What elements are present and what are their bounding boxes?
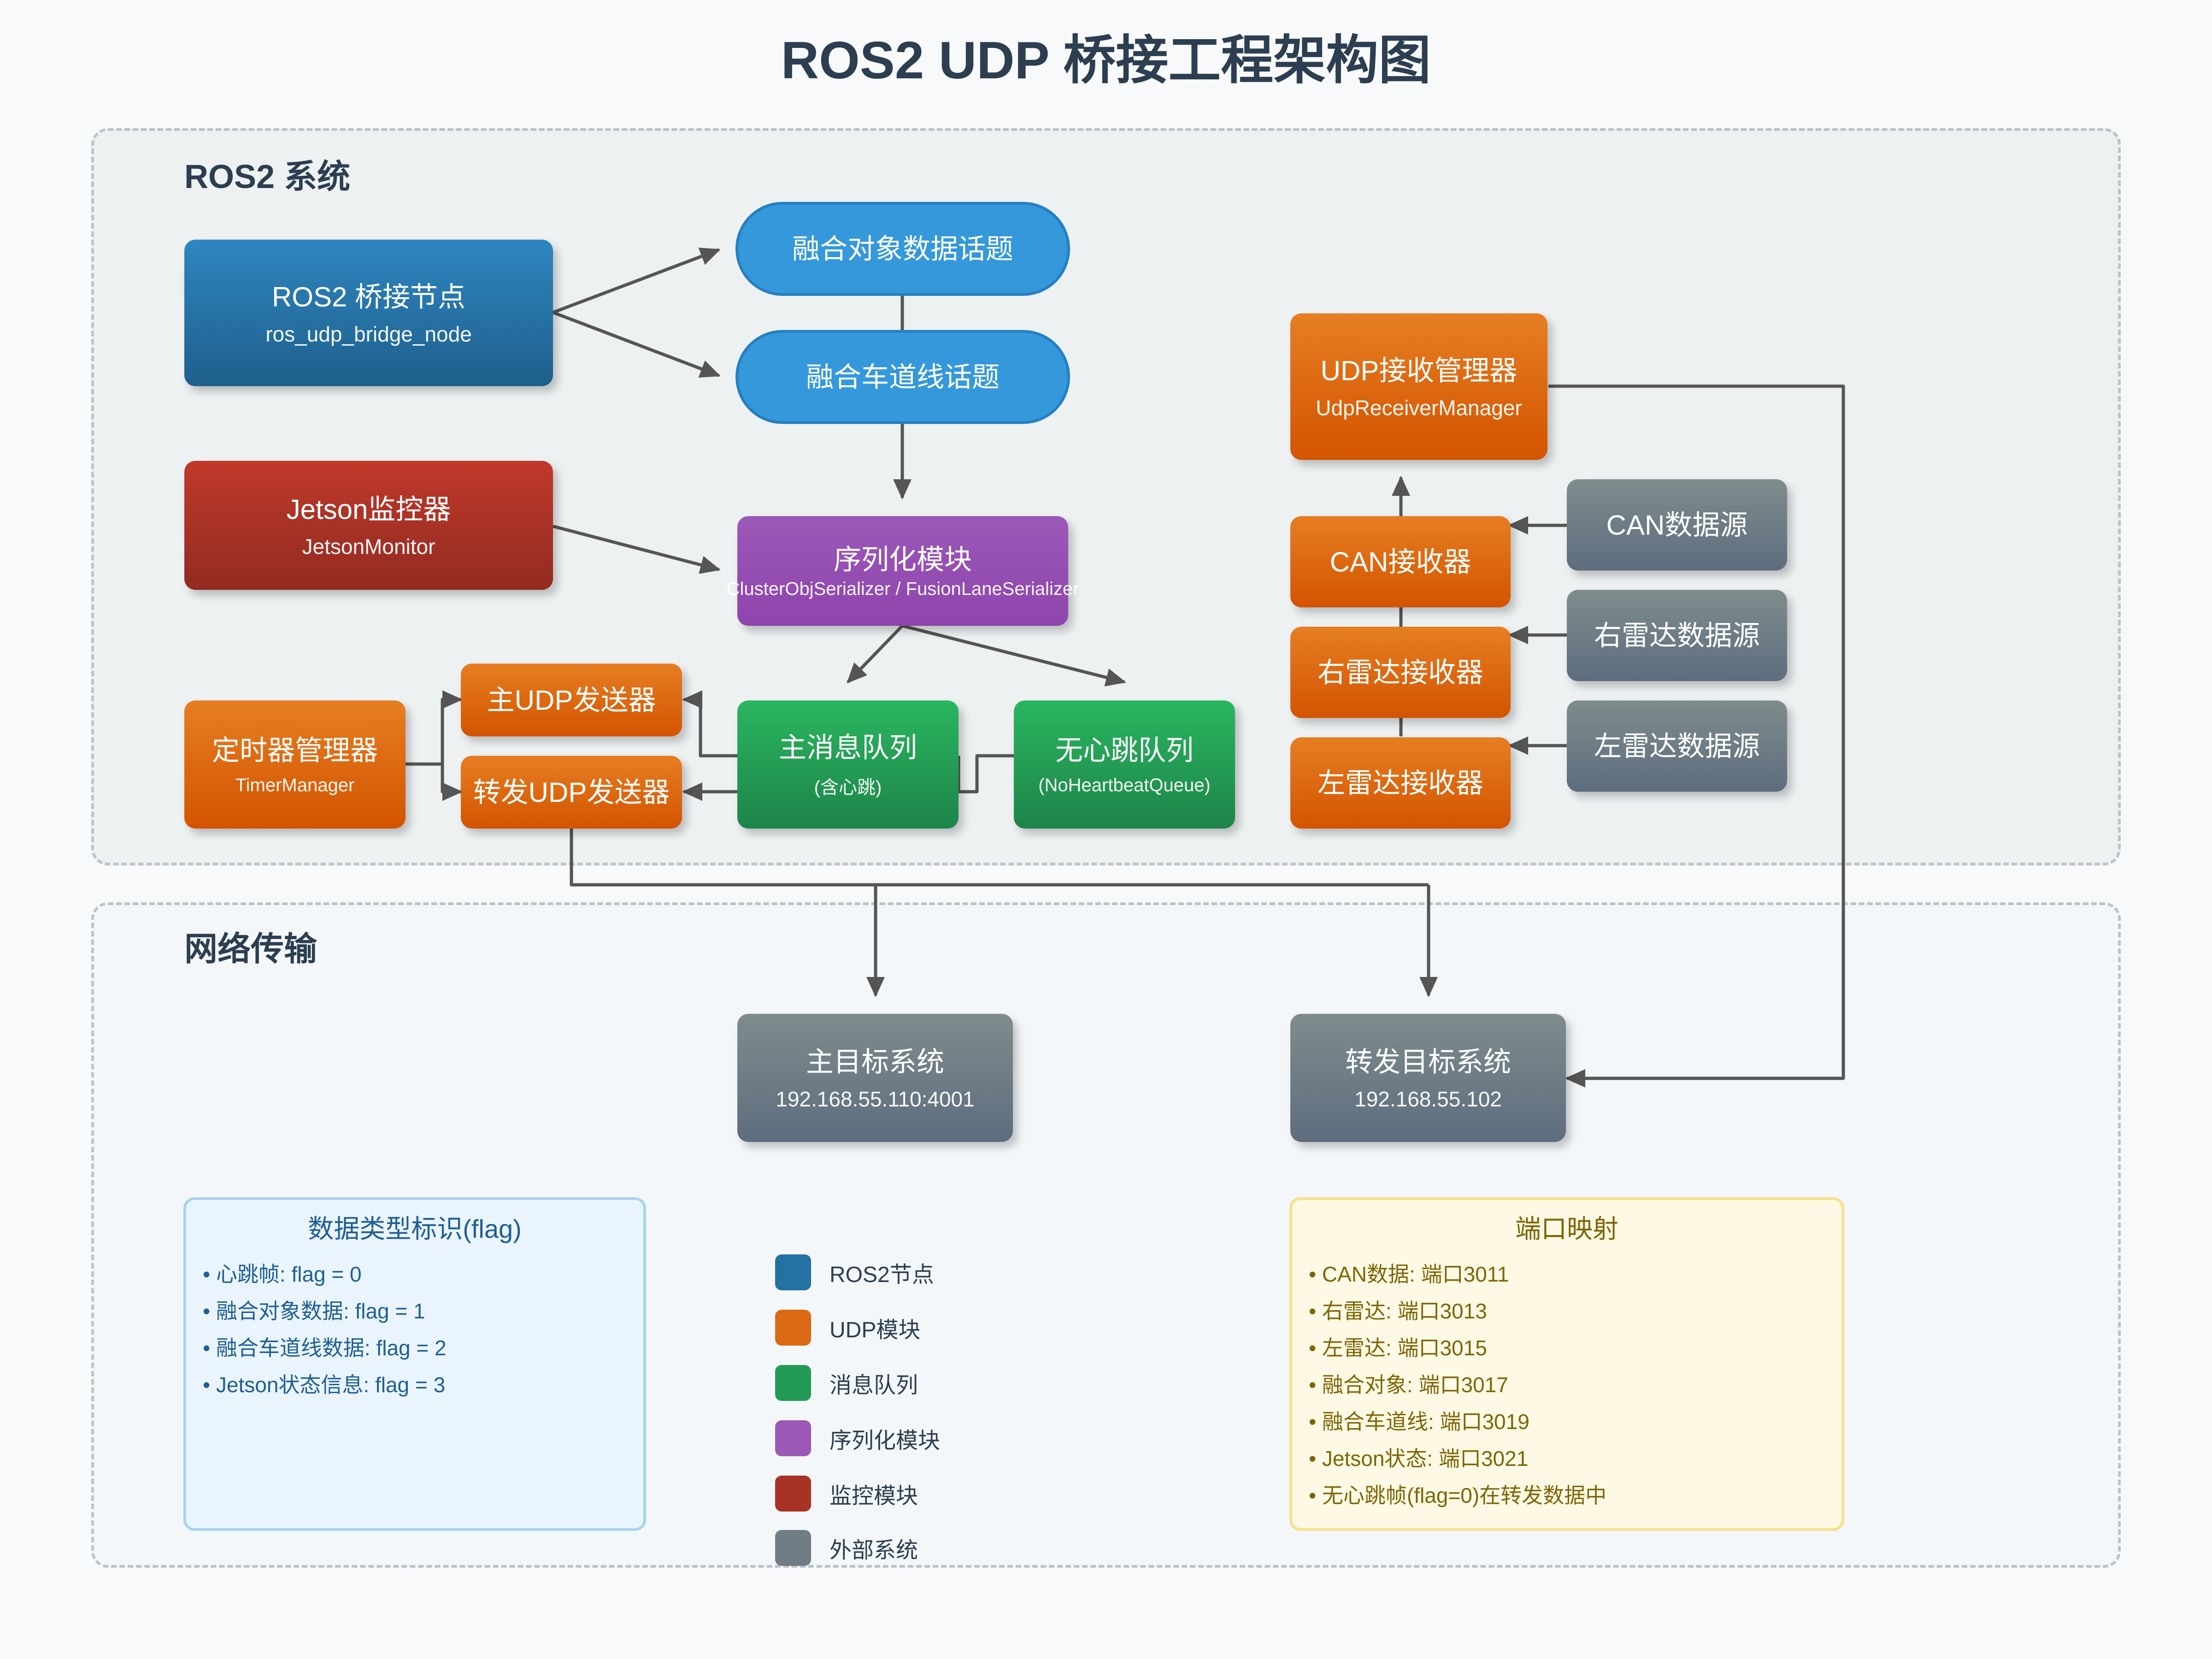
flag-info-line: • 融合对象数据: flag = 1 — [203, 1299, 425, 1323]
forward-target-system-label: 转发目标系统 — [1345, 1046, 1511, 1077]
legend-swatch — [775, 1254, 811, 1290]
no-heartbeat-queue-sub: (NoHeartbeatQueue) — [1038, 775, 1211, 795]
right-radar-data-source-label: 右雷达数据源 — [1594, 620, 1760, 651]
jetson-monitor-label: Jetson监控器 — [286, 494, 451, 525]
legend-label: 序列化模块 — [830, 1429, 941, 1453]
jetson-monitor-sub: JetsonMonitor — [302, 534, 435, 559]
flag-info-line: • Jetson状态信息: flag = 3 — [203, 1373, 446, 1397]
port-mapping-line: • 融合对象: 端口3017 — [1309, 1373, 1508, 1397]
port-mapping-line: • Jetson状态: 端口3021 — [1309, 1447, 1529, 1471]
right-radar-data-source: 右雷达数据源 — [1567, 590, 1787, 681]
udp-receiver-manager: UDP接收管理器 UdpReceiverManager — [1290, 313, 1547, 460]
edge-sender-bus — [570, 806, 1429, 887]
main-message-queue: 主消息队列 (含心跳) — [737, 700, 959, 829]
topic-fused-objects-label: 融合对象数据话题 — [792, 233, 1013, 265]
ros2-bridge-node-sub: ros_udp_bridge_node — [265, 322, 472, 346]
port-mapping-box: 端口映射 • CAN数据: 端口3011 • 右雷达: 端口3013 • 左雷达… — [1289, 1197, 1844, 1531]
legend-label: 外部系统 — [830, 1538, 918, 1563]
legend-label: 消息队列 — [830, 1373, 918, 1398]
left-radar-data-source: 左雷达数据源 — [1567, 700, 1787, 792]
edge-serializer-to-main-queue — [847, 624, 904, 683]
jetson-monitor: Jetson监控器 JetsonMonitor — [184, 461, 553, 590]
edge-timer-to-fwd-sender — [406, 762, 463, 801]
forward-target-system: 转发目标系统 192.168.55.102 — [1290, 1014, 1566, 1142]
legend-item-udp-module: UDP模块 — [775, 1310, 920, 1346]
topic-fused-lanes: 融合车道线话题 — [735, 330, 1070, 424]
right-radar-receiver: 右雷达接收器 — [1290, 627, 1511, 718]
port-mapping-title: 端口映射 — [1515, 1214, 1618, 1243]
main-message-queue-label: 主消息队列 — [779, 732, 917, 763]
page-title: ROS2 UDP 桥接工程架构图 — [781, 31, 1431, 90]
legend-item-ros2-node: ROS2节点 — [775, 1254, 934, 1290]
legend-label: ROS2节点 — [830, 1263, 934, 1287]
ros2-bridge-node: ROS2 桥接节点 ros_udp_bridge_node — [184, 240, 553, 386]
forward-udp-sender: 转发UDP发送器 — [461, 756, 682, 829]
serializer-module-sub: ClusterObjSerializer / FusionLaneSeriali… — [726, 579, 1079, 599]
legend-swatch — [775, 1420, 811, 1456]
ros2-bridge-node-label: ROS2 桥接节点 — [271, 281, 466, 312]
no-heartbeat-queue-label: 无心跳队列 — [1055, 735, 1194, 766]
serializer-module: 序列化模块 ClusterObjSerializer / FusionLaneS… — [727, 516, 1079, 626]
port-mapping-line: • 无心跳帧(flag=0)在转发数据中 — [1309, 1483, 1607, 1507]
main-target-system-label: 主目标系统 — [806, 1046, 944, 1077]
timer-manager: 定时器管理器 TimerManager — [184, 700, 406, 829]
timer-manager-label: 定时器管理器 — [212, 735, 378, 766]
legend-item-queue: 消息队列 — [775, 1365, 918, 1401]
left-radar-receiver-label: 左雷达接收器 — [1318, 767, 1483, 799]
legend-item-monitor: 监控模块 — [775, 1476, 918, 1512]
udp-receiver-manager-sub: UdpReceiverManager — [1316, 395, 1522, 420]
flag-info-box: 数据类型标识(flag) • 心跳帧: flag = 0 • 融合对象数据: f… — [183, 1197, 646, 1531]
main-udp-sender-label: 主UDP发送器 — [487, 684, 656, 716]
port-mapping-line: • 融合车道线: 端口3019 — [1309, 1410, 1530, 1434]
legend-swatch — [775, 1310, 811, 1346]
main-message-queue-sub: (含心跳) — [814, 777, 882, 798]
can-receiver-label: CAN接收器 — [1330, 546, 1471, 577]
edge-jetson-to-serializer — [553, 524, 721, 574]
edge-timer-to-main-sender — [406, 690, 463, 766]
forward-udp-sender-label: 转发UDP发送器 — [473, 777, 670, 808]
main-target-system-address: 192.168.55.110:4001 — [776, 1087, 975, 1111]
legend-swatch — [775, 1476, 811, 1512]
left-radar-data-source-label: 左雷达数据源 — [1594, 730, 1760, 762]
main-udp-sender: 主UDP发送器 — [461, 664, 682, 736]
group-ros2-system-label: ROS2 系统 — [184, 159, 351, 195]
right-radar-receiver-label: 右雷达接收器 — [1318, 657, 1483, 688]
left-radar-receiver: 左雷达接收器 — [1290, 737, 1511, 829]
group-network-label: 网络传输 — [184, 931, 318, 968]
edge-nohb-queue-to-fwd-sender — [959, 754, 1014, 794]
legend-label: UDP模块 — [830, 1318, 921, 1342]
flag-info-title: 数据类型标识(flag) — [308, 1214, 522, 1243]
legend-item-external: 外部系统 — [775, 1530, 918, 1566]
serializer-module-label: 序列化模块 — [834, 544, 972, 575]
edge-serializer-to-nohb-queue — [902, 624, 1126, 687]
no-heartbeat-queue: 无心跳队列 (NoHeartbeatQueue) — [1014, 700, 1235, 829]
legend-swatch — [775, 1530, 811, 1566]
legend-label: 监控模块 — [830, 1484, 918, 1508]
edge-bridge-to-topic-lanes — [552, 311, 721, 378]
port-mapping-line: • 右雷达: 端口3013 — [1309, 1299, 1487, 1323]
edge-bridge-to-topic-objects — [552, 247, 721, 314]
port-mapping-line: • CAN数据: 端口3011 — [1309, 1262, 1509, 1286]
edge-main-queue-to-main-sender — [682, 690, 737, 758]
legend-swatch — [775, 1365, 811, 1401]
topic-fused-objects: 融合对象数据话题 — [735, 202, 1070, 296]
flag-info-line: • 融合车道线数据: flag = 2 — [203, 1336, 447, 1360]
port-mapping-line: • 左雷达: 端口3015 — [1309, 1336, 1487, 1360]
flag-info-line: • 心跳帧: flag = 0 — [203, 1262, 362, 1286]
can-data-source: CAN数据源 — [1567, 479, 1787, 571]
can-data-source-label: CAN数据源 — [1606, 509, 1748, 541]
edge-receiver-to-fwd-target — [1548, 384, 1845, 1088]
legend-item-serializer: 序列化模块 — [775, 1420, 940, 1456]
timer-manager-sub: TimerManager — [235, 775, 355, 795]
main-target-system: 主目标系统 192.168.55.110:4001 — [737, 1014, 1013, 1142]
udp-receiver-manager-label: UDP接收管理器 — [1320, 355, 1518, 386]
topic-fused-lanes-label: 融合车道线话题 — [806, 361, 1000, 393]
can-receiver: CAN接收器 — [1290, 516, 1511, 607]
forward-target-system-address: 192.168.55.102 — [1354, 1087, 1502, 1111]
